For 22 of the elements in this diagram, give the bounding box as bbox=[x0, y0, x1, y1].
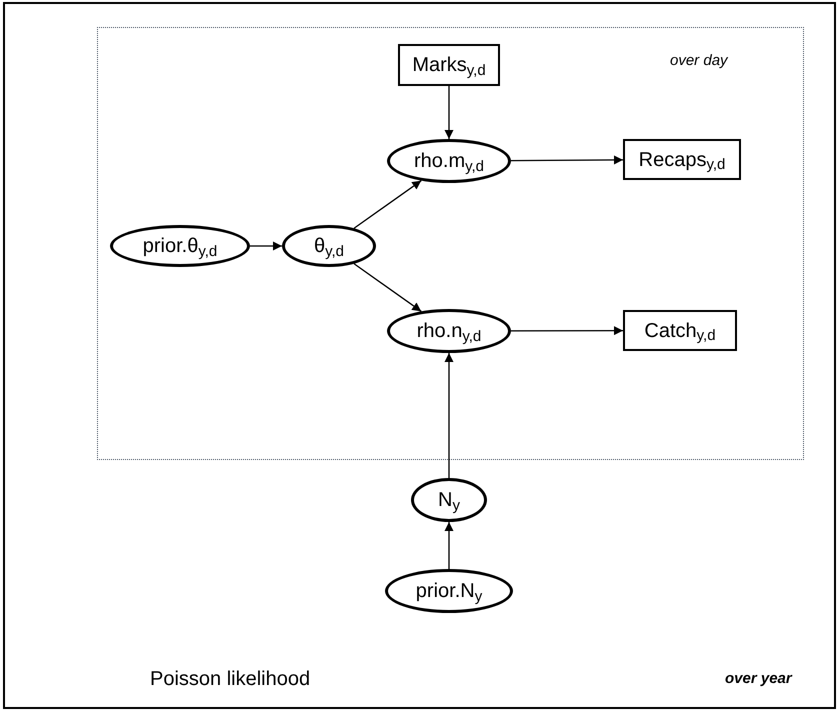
arrow bbox=[510, 155, 623, 164]
arrow bbox=[354, 263, 422, 312]
variable-ellipse: θ$_{y,d}$ bbox=[282, 225, 376, 267]
arrow bbox=[250, 242, 282, 250]
frame-title: Poisson likelihood bbox=[150, 667, 310, 692]
data-box: Recaps$_{y,d}$ bbox=[623, 139, 741, 180]
frame-label: over year bbox=[725, 669, 792, 689]
data-box: Catch$_{y,d}$ bbox=[623, 310, 737, 351]
arrow bbox=[444, 522, 454, 569]
variable-ellipse: rho.m$_{y,d}$ bbox=[387, 139, 511, 183]
plate-label: over day bbox=[670, 51, 728, 71]
outer-frame bbox=[3, 2, 836, 709]
arrow bbox=[444, 86, 454, 139]
arrow bbox=[354, 180, 422, 229]
arrow bbox=[444, 353, 454, 478]
variable-ellipse: rho.n$_{y,d}$ bbox=[387, 309, 511, 353]
plate-box bbox=[97, 27, 804, 460]
arrow bbox=[511, 326, 623, 336]
data-box: Marks$_{y,d}$ bbox=[398, 44, 500, 86]
variable-ellipse: prior.N$_{y}$ bbox=[385, 569, 513, 613]
variable-ellipse: prior.θ$_{y,d}$ bbox=[110, 225, 250, 267]
variable-ellipse: N$_{y}$ bbox=[411, 478, 487, 522]
